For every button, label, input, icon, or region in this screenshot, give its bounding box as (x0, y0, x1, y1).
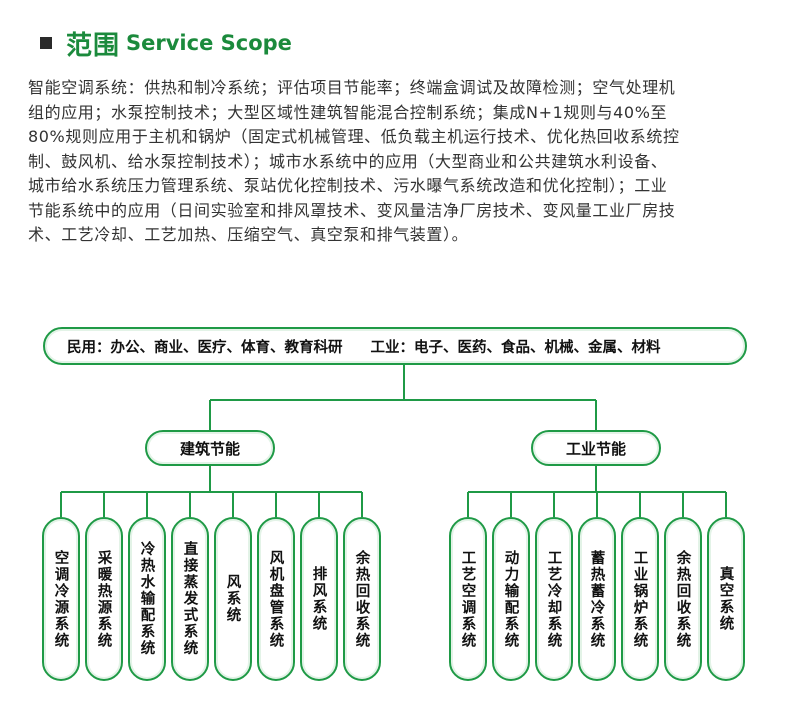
paragraph-line: 术、工艺冷却、工艺加热、压缩空气、真空泵和排气装置）。 (28, 225, 469, 244)
leaf-node: 余热回收系统 (343, 517, 381, 681)
heading-cn: 范围 (66, 30, 121, 61)
paragraph-line: 组的应用；水泵控制技术；大型区域性建筑智能混合控制系统；集成N+1规则与40%至 (28, 102, 668, 122)
leaf-label: 空调冷源系统 (52, 549, 69, 649)
leaf-node: 直接蒸发式系统 (171, 517, 209, 681)
leaf-node: 风机盘管系统 (257, 517, 295, 681)
root-node: 民用：办公、商业、医疗、体育、教育科研 工业：电子、医药、食品、机械、金属、材料 (43, 327, 747, 365)
branch-node: 建筑节能 (145, 430, 275, 466)
paragraph-line: 城市给水系统压力管理系统、泵站优化控制技术、污水曝气系统改造和优化控制）；工业 (28, 176, 668, 195)
section-heading: 范围 Service Scope (40, 26, 292, 61)
leaf-node: 排风系统 (300, 517, 338, 681)
paragraph-line: 智能空调系统：供热和制冷系统；评估项目节能率；终端盒调试及故障检测；空气处理机 (28, 78, 676, 97)
leaf-label: 蓄热蓄冷系统 (588, 549, 605, 649)
leaf-node: 工艺冷却系统 (535, 517, 573, 681)
leaf-label: 动力输配系统 (502, 549, 519, 649)
leaf-label: 采暖热源系统 (95, 549, 112, 649)
paragraph-line: 节能系统中的应用（日间实验室和排风罩技术、变风量洁净厂房技术、变风量工业厂房技 (28, 200, 676, 220)
leaf-label: 排风系统 (310, 566, 327, 632)
leaf-node: 冷热水输配系统 (128, 517, 166, 681)
branch-node: 工业节能 (531, 430, 661, 466)
tree-connectors (60, 365, 727, 517)
scope-tree-diagram: 民用：办公、商业、医疗、体育、教育科研 工业：电子、医药、食品、机械、金属、材料… (0, 300, 800, 720)
leaf-node: 动力输配系统 (492, 517, 530, 681)
leaf-node: 工艺空调系统 (449, 517, 487, 681)
leaf-node: 采暖热源系统 (85, 517, 123, 681)
leaf-node: 余热回收系统 (664, 517, 702, 681)
bullet-square-icon (40, 37, 52, 49)
leaf-label: 余热回收系统 (353, 549, 370, 649)
heading-en: Service Scope (126, 31, 292, 55)
leaf-label: 冷热水输配系统 (138, 541, 155, 657)
leaf-node: 风系统 (214, 517, 252, 681)
root-civil-label: 民用：办公、商业、医疗、体育、教育科研 (67, 339, 343, 356)
leaf-node: 工业锅炉系统 (621, 517, 659, 681)
leaf-label: 风机盘管系统 (267, 549, 284, 649)
leaf-label: 直接蒸发式系统 (181, 541, 198, 657)
root-industry-label: 工业：电子、医药、食品、机械、金属、材料 (370, 339, 661, 356)
paragraph-line: 80%规则应用于主机和锅炉（固定式机械管理、低负载主机运行技术、优化热回收系统控 (28, 127, 680, 146)
leaf-node: 蓄热蓄冷系统 (578, 517, 616, 681)
leaf-node: 空调冷源系统 (42, 517, 80, 681)
paragraph-line: 制、鼓风机、给水泵控制技术）；城市水系统中的应用（大型商业和公共建筑水利设备、 (28, 151, 668, 171)
leaf-label: 工艺冷却系统 (545, 549, 562, 649)
leaf-label: 工业锅炉系统 (631, 549, 648, 649)
leaf-label: 真空系统 (717, 566, 734, 632)
leaf-label: 余热回收系统 (674, 549, 691, 649)
leaf-node: 真空系统 (707, 517, 745, 681)
scope-paragraph: 智能空调系统：供热和制冷系统；评估项目节能率；终端盒调试及故障检测；空气处理机 … (28, 76, 776, 248)
leaf-label: 工艺空调系统 (459, 549, 476, 649)
leaf-label: 风系统 (224, 574, 241, 624)
